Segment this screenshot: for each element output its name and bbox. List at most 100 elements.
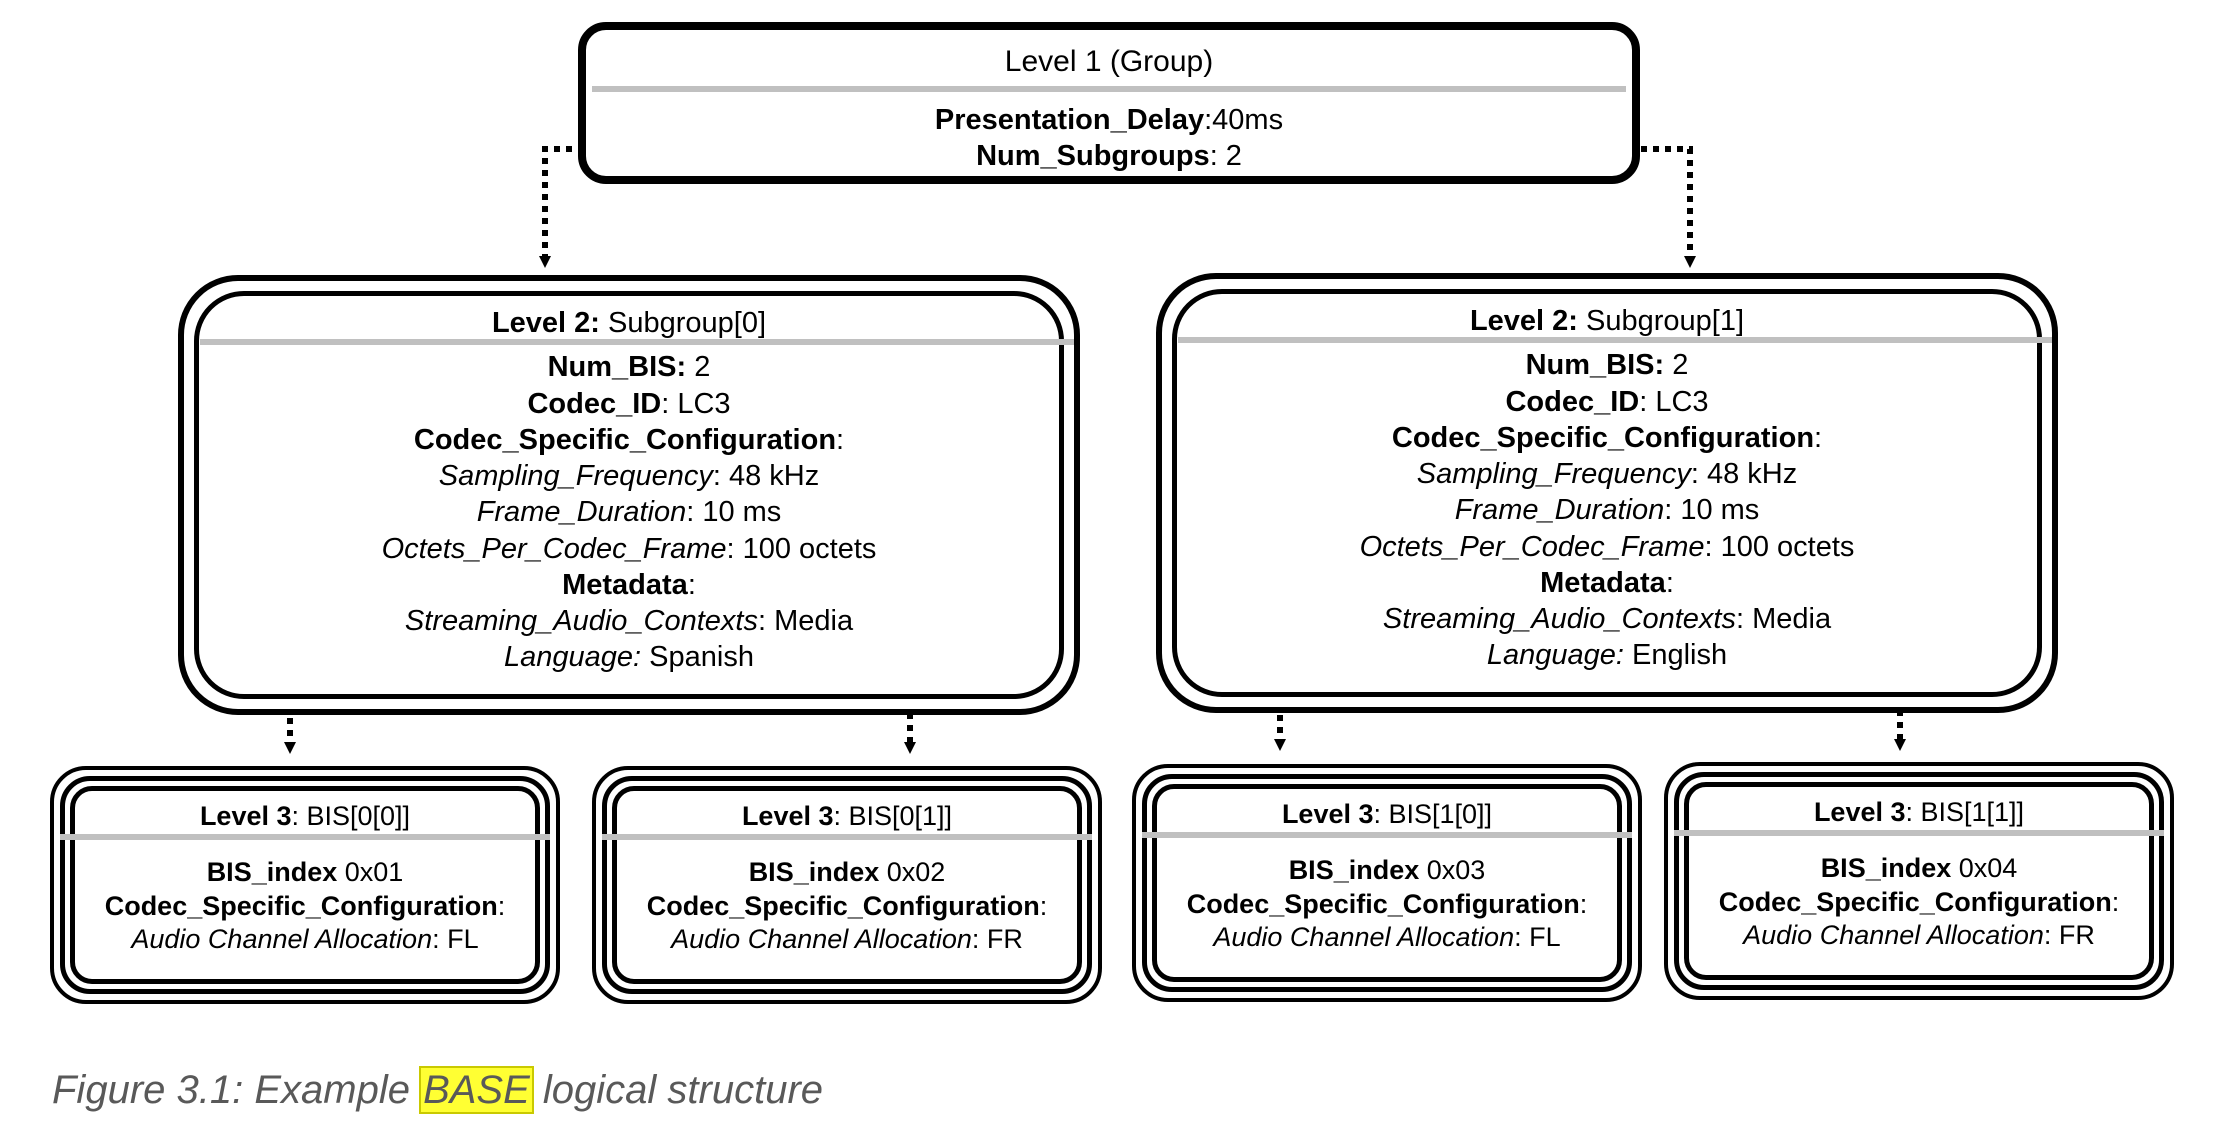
bis-0-ring-1 <box>60 776 550 994</box>
bis-2-index-value: 0x03 <box>1419 854 1486 885</box>
subgroup-1-octets-key: Octets_Per_Codec_Frame <box>1359 530 1705 563</box>
subgroup-1-contexts: Streaming_Audio_Contexts: Media <box>1162 601 2052 637</box>
bis-2-ring-2 <box>1152 784 1622 982</box>
bis-1-index-value: 0x02 <box>879 856 946 887</box>
bis-0-title: Level 3: BIS[0[0]] <box>54 800 556 834</box>
bis-1-index: BIS_index 0x02 <box>596 856 1098 890</box>
subgroup-0-contexts-key: Streaming_Audio_Contexts <box>404 605 758 637</box>
subgroup-0-language-key: Language: <box>504 641 642 674</box>
bis-0-alloc: Audio Channel Allocation: FL <box>54 923 556 957</box>
subgroup-0-num-bis-value: 2 <box>686 351 711 384</box>
subgroup-1-language-key: Language: <box>1486 639 1624 672</box>
bis-1-index-key: BIS_index <box>748 856 880 887</box>
bis-0-config: Codec_Specific_Configuration: <box>54 890 556 924</box>
bis-1-alloc-value: : FR <box>971 924 1023 955</box>
subgroup-0-octets-value: : 100 octets <box>726 532 877 565</box>
bis-0-index-value: 0x01 <box>337 856 404 887</box>
subgroup-1-contexts-key: Streaming_Audio_Contexts <box>1382 603 1736 635</box>
bis-0-title-key: Level 3 <box>199 801 292 831</box>
caption-prefix: Figure 3.1: Example <box>52 1068 422 1112</box>
bis-1-ring-1 <box>602 776 1092 994</box>
bis-1-ring-2 <box>612 786 1082 984</box>
bis-0-index-key: BIS_index <box>206 856 338 887</box>
bis-3-title-value: : BIS[1[1]] <box>1905 797 2025 827</box>
subgroup-node-0: Level 2: Subgroup[0] Num_BIS: 2 Codec_ID… <box>178 275 1080 715</box>
subgroup-1-title: Level 2: Subgroup[1] <box>1162 303 2052 339</box>
subgroup-0-contexts: Streaming_Audio_Contexts: Media <box>184 603 1074 639</box>
bis-3-config-key: Codec_Specific_Configuration <box>1718 886 2112 917</box>
subgroup-0-title-value: Subgroup[0] <box>599 307 767 339</box>
presentation-delay-key: Presentation_Delay <box>934 104 1205 136</box>
bis-1-alloc-key: Audio Channel Allocation <box>671 924 972 955</box>
bis-2-content: Level 3: BIS[1[0]] BIS_index 0x03 Codec_… <box>1136 768 1638 998</box>
subgroup-0-sampling-key: Sampling_Frequency <box>438 460 713 492</box>
bis-1-title-key: Level 3 <box>741 801 834 831</box>
subgroup-1-codec-id: Codec_ID: LC3 <box>1162 384 2052 420</box>
subgroup-1-codec-id-value: : LC3 <box>1639 385 1709 418</box>
bis-0-divider <box>60 834 550 840</box>
subgroup-0-inner-ring <box>194 291 1064 699</box>
bis-2-title-key: Level 3 <box>1281 799 1374 829</box>
bis-2-index-key: BIS_index <box>1288 854 1420 885</box>
bis-0-content: Level 3: BIS[0[0]] BIS_index 0x01 Codec_… <box>54 770 556 1000</box>
subgroup-1-codec-config: Codec_Specific_Configuration: <box>1162 420 2052 456</box>
group-presentation-delay: Presentation_Delay:40ms <box>586 102 1632 138</box>
subgroup-0-language-value: Spanish <box>641 641 754 674</box>
subgroup-0-frame: Frame_Duration: 10 ms <box>184 494 1074 530</box>
subgroup-0-metadata: Metadata: <box>184 567 1074 603</box>
subgroup-node-1: Level 2: Subgroup[1] Num_BIS: 2 Codec_ID… <box>1156 273 2058 713</box>
bis-2-config-colon: : <box>1579 888 1588 919</box>
bis-2-alloc: Audio Channel Allocation: FL <box>1136 921 1638 955</box>
subgroup-1-language-value: English <box>1623 639 1728 672</box>
bis-2-alloc-key: Audio Channel Allocation <box>1213 922 1515 953</box>
bis-2-ring-1 <box>1142 774 1632 992</box>
bis-0-ring-2 <box>70 786 540 984</box>
subgroup-0-octets: Octets_Per_Codec_Frame: 100 octets <box>184 531 1074 567</box>
bis-2-alloc-value: : FL <box>1514 922 1561 953</box>
subgroup-0-language: Language: Spanish <box>184 639 1074 675</box>
subgroup-0-frame-key: Frame_Duration <box>476 496 687 529</box>
subgroup-0-num-bis-key: Num_BIS: <box>547 351 687 384</box>
subgroup-1-content: Level 2: Subgroup[1] Num_BIS: 2 Codec_ID… <box>1162 279 2052 707</box>
subgroup-1-title-key: Level 2: <box>1469 305 1578 337</box>
subgroup-0-title-key: Level 2: <box>491 307 600 339</box>
subgroup-0-sampling-value: : 48 kHz <box>712 460 820 492</box>
bis-node-0: Level 3: BIS[0[0]] BIS_index 0x01 Codec_… <box>50 766 560 1004</box>
bis-1-config-key: Codec_Specific_Configuration <box>646 890 1040 921</box>
figure-caption: Figure 3.1: Example BASE logical structu… <box>52 1066 823 1114</box>
subgroup-1-frame: Frame_Duration: 10 ms <box>1162 492 2052 528</box>
subgroup-0-content: Level 2: Subgroup[0] Num_BIS: 2 Codec_ID… <box>184 281 1074 709</box>
bis-0-config-key: Codec_Specific_Configuration <box>104 890 498 921</box>
bis-3-config: Codec_Specific_Configuration: <box>1668 886 2170 920</box>
bis-2-divider <box>1142 832 1632 838</box>
subgroup-1-metadata: Metadata: <box>1162 565 2052 601</box>
subgroup-1-sampling-value: : 48 kHz <box>1690 458 1798 490</box>
num-subgroups-value: : 2 <box>1209 140 1242 172</box>
subgroup-0-metadata-key: Metadata <box>562 568 688 601</box>
subgroup-1-octets-value: : 100 octets <box>1704 530 1855 563</box>
bis-1-config: Codec_Specific_Configuration: <box>596 890 1098 924</box>
bis-3-index-value: 0x04 <box>1951 852 2018 883</box>
group-divider <box>592 86 1626 92</box>
bis-3-divider <box>1674 830 2164 836</box>
subgroup-0-codec-id-value: : LC3 <box>661 387 731 420</box>
subgroup-1-metadata-key: Metadata <box>1540 566 1666 599</box>
bis-1-alloc: Audio Channel Allocation: FR <box>596 923 1098 957</box>
bis-3-config-colon: : <box>2111 886 2120 917</box>
bis-1-title-value: : BIS[0[1]] <box>833 801 953 831</box>
bis-3-title: Level 3: BIS[1[1]] <box>1668 796 2170 830</box>
bis-1-title: Level 3: BIS[0[1]] <box>596 800 1098 834</box>
subgroup-1-codec-id-key: Codec_ID <box>1505 385 1640 418</box>
bis-3-alloc-value: : FR <box>2043 920 2095 951</box>
bis-2-title-value: : BIS[1[0]] <box>1373 799 1493 829</box>
subgroup-0-contexts-value: : Media <box>757 605 854 637</box>
subgroup-0-num-bis: Num_BIS: 2 <box>184 349 1074 385</box>
subgroup-0-codec-config-colon: : <box>836 423 845 456</box>
bis-node-1: Level 3: BIS[0[1]] BIS_index 0x02 Codec_… <box>592 766 1102 1004</box>
bis-3-content: Level 3: BIS[1[1]] BIS_index 0x04 Codec_… <box>1668 766 2170 996</box>
subgroup-0-metadata-colon: : <box>687 568 696 601</box>
subgroup-1-frame-value: : 10 ms <box>1664 494 1760 527</box>
subgroup-0-codec-id-key: Codec_ID <box>527 387 662 420</box>
caption-highlight[interactable]: BASE <box>419 1066 534 1114</box>
bis-3-ring-1 <box>1674 772 2164 990</box>
